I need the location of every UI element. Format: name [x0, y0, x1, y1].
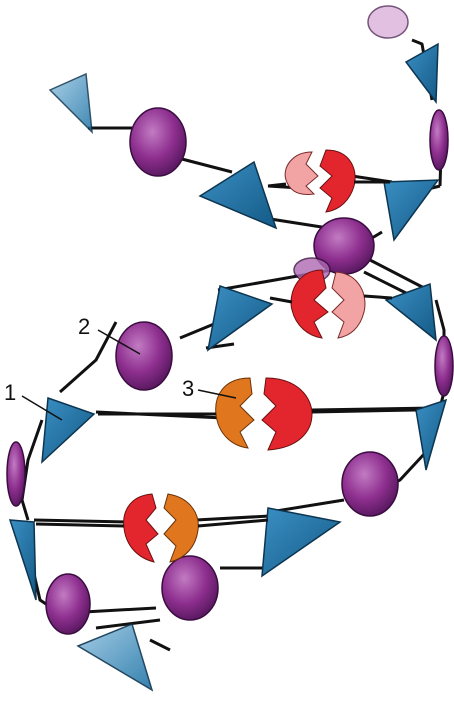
base-pair-third [216, 378, 312, 450]
base-orange [216, 378, 254, 448]
phosphate-oval [46, 574, 90, 634]
sugar-triangle [200, 162, 276, 228]
label-1: 1 [4, 380, 16, 405]
base-red [291, 270, 328, 338]
label-2: 2 [78, 314, 90, 339]
phosphate-oval [342, 452, 398, 516]
base-orange [164, 494, 198, 562]
base-pair-second [291, 270, 365, 338]
base-red [320, 150, 355, 212]
sugar-triangle [262, 508, 340, 576]
base-red [124, 494, 158, 562]
sugar-triangle [386, 284, 436, 340]
base-pair-top [285, 150, 355, 212]
backbone-strand [22, 40, 444, 650]
sugar-triangle [78, 624, 152, 690]
label-3: 3 [182, 376, 194, 401]
base-pink [332, 272, 365, 338]
sugar-triangle [384, 180, 438, 240]
phosphate-oval [435, 336, 453, 396]
sugar-triangle [42, 398, 94, 462]
phosphate-oval [130, 108, 186, 176]
sugar-triangle [406, 44, 438, 102]
sugar-triangle [50, 74, 92, 132]
phosphate-oval [430, 110, 448, 170]
phosphate-oval [368, 6, 408, 38]
phosphate-oval [116, 322, 172, 390]
base-pink [285, 152, 318, 194]
sugar-triangle [208, 286, 272, 350]
sugar-triangle [10, 520, 36, 600]
base-pair-fourth [124, 494, 199, 562]
base-red [262, 378, 312, 450]
phosphate-oval [7, 442, 25, 506]
phosphate-oval [162, 556, 218, 620]
